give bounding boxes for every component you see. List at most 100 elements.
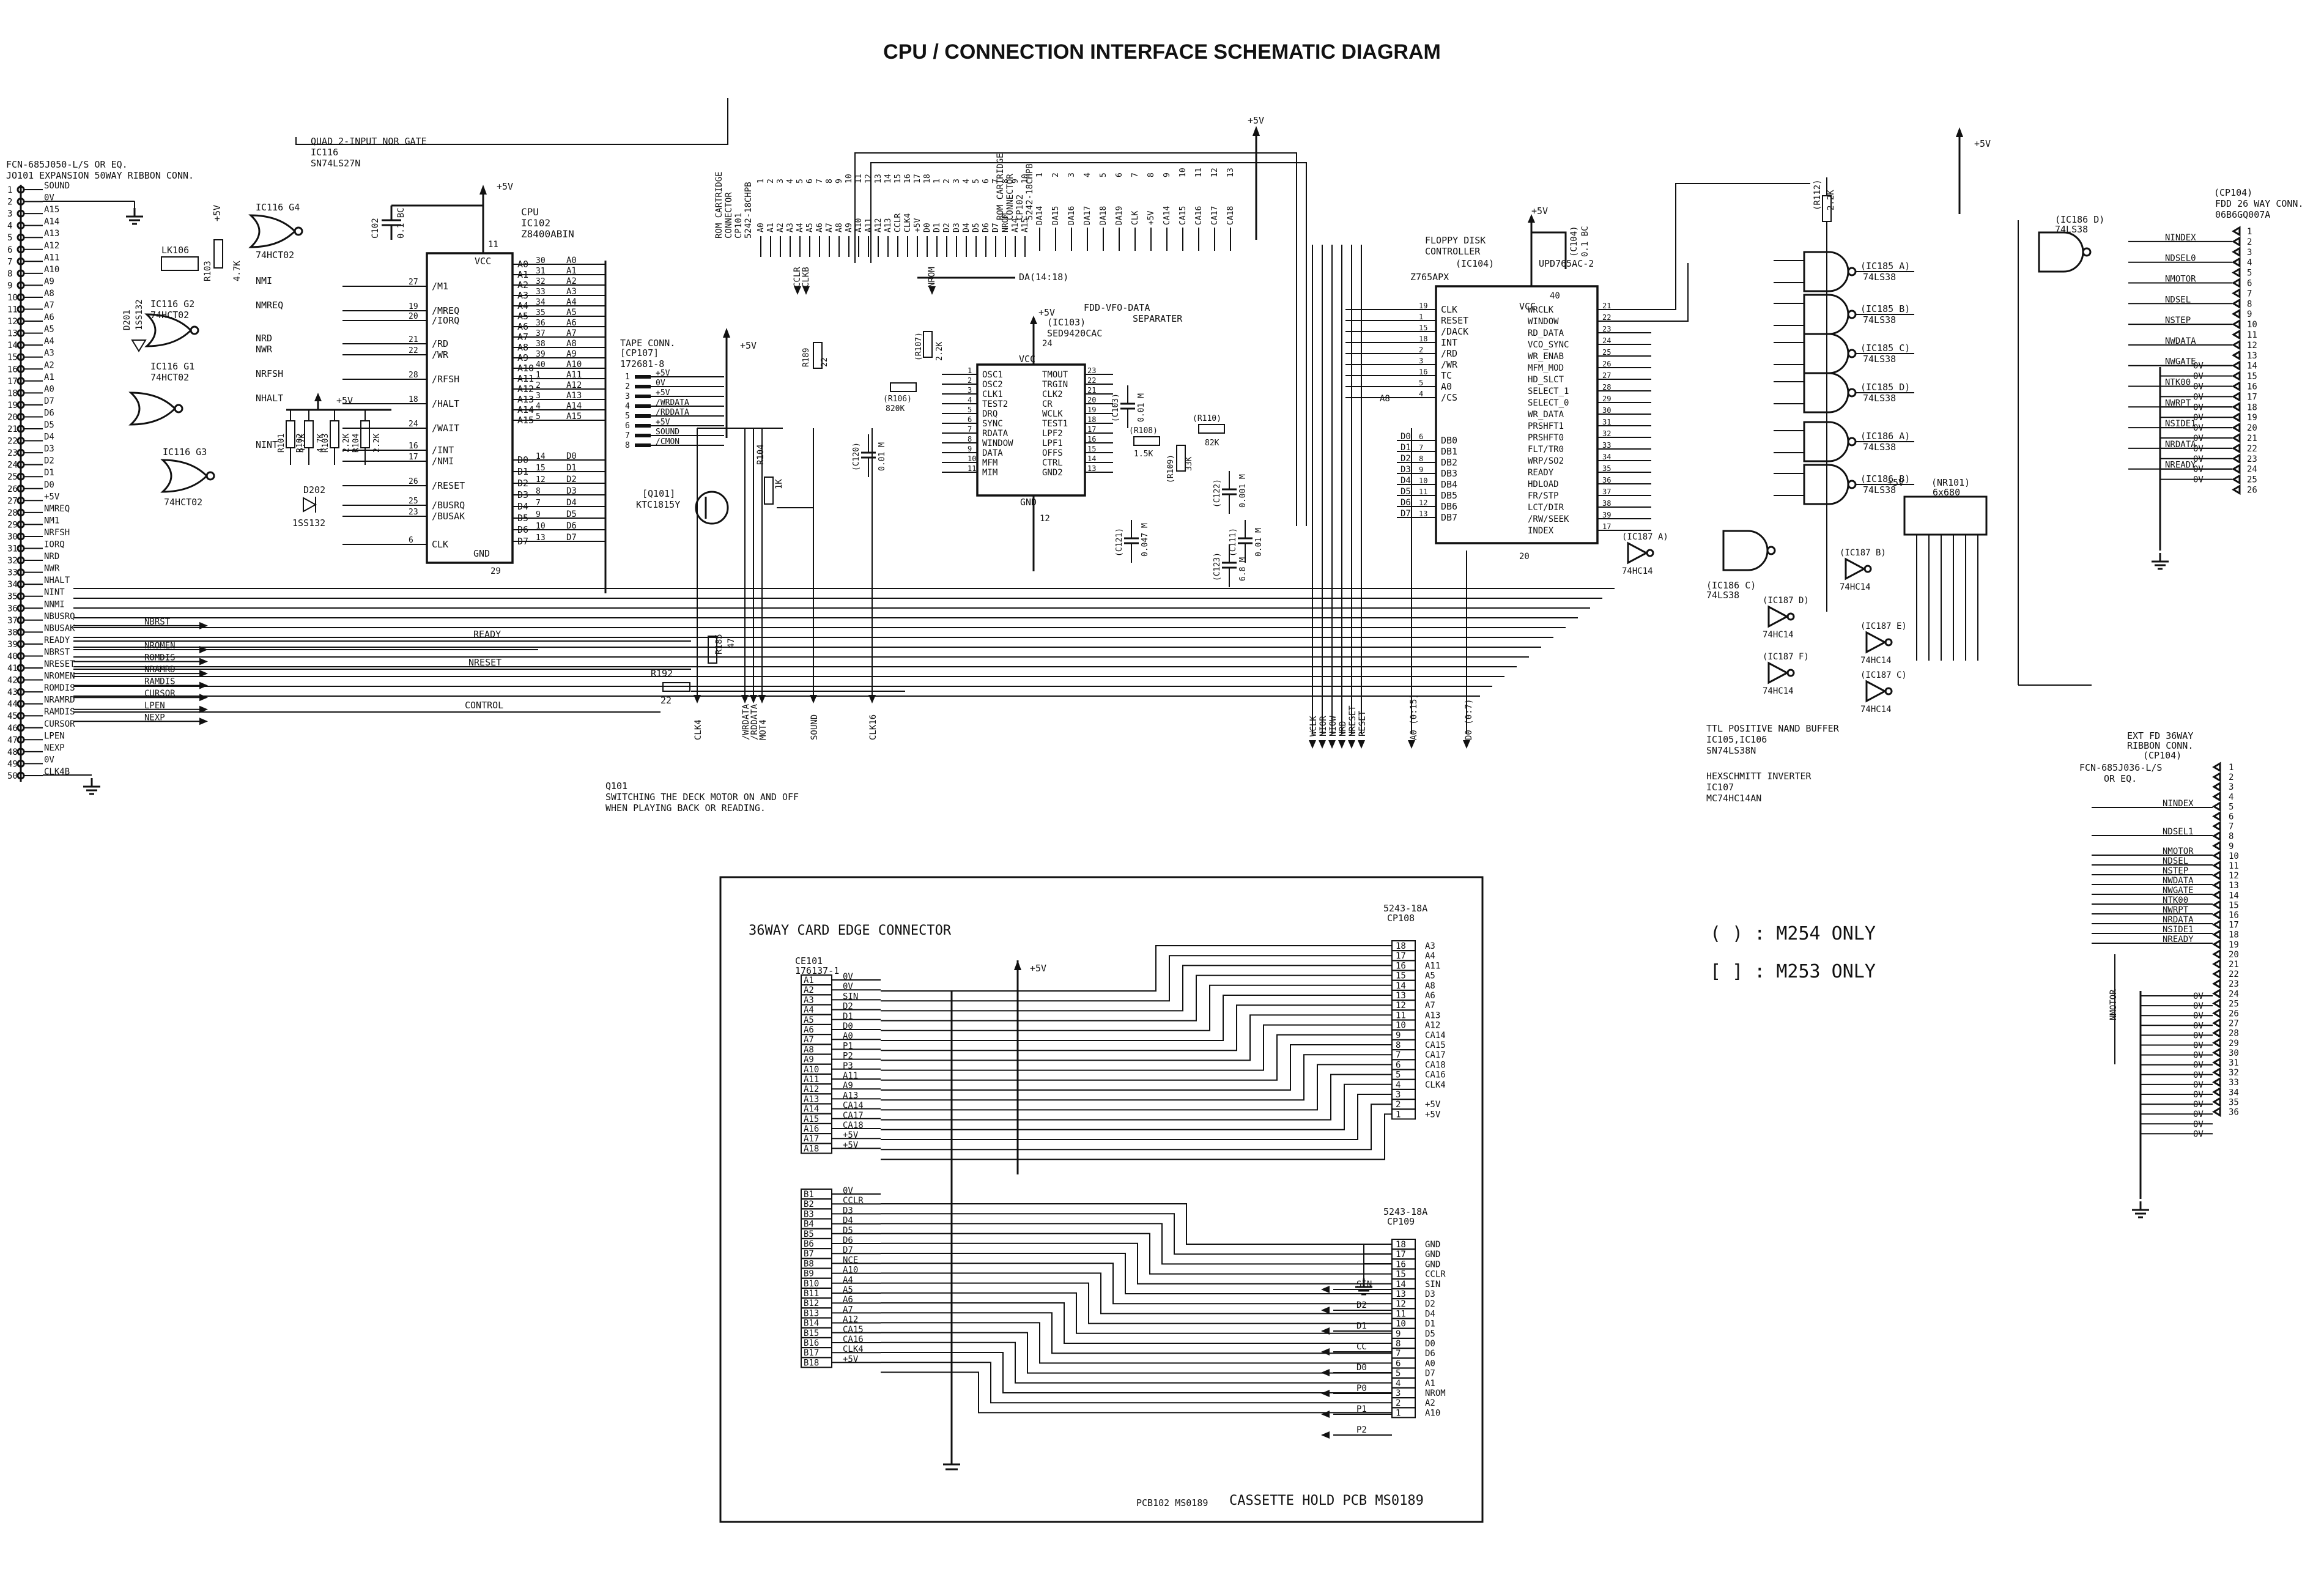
fdd36-pin	[2212, 968, 2221, 979]
bus-arrow	[199, 694, 208, 702]
cp109-signal: D0	[1425, 1339, 1435, 1349]
expansion-bus-nromen: NROMEN	[144, 641, 176, 651]
jo101-pin-number: 49	[7, 759, 18, 769]
rom1-signal-nrom: NROM	[1001, 213, 1010, 232]
vfo-r110-value: 82K	[1205, 439, 1219, 448]
fdd36-pin	[2212, 1047, 2221, 1058]
jo101-pin-number: 27	[7, 496, 18, 506]
cp109-pin-number: 3	[1396, 1389, 1401, 1398]
cp109-route	[881, 1242, 1392, 1285]
resistor-r101	[286, 420, 295, 448]
vfo-ic: (IC103)	[1047, 317, 1086, 328]
rom2-head-3: CP102	[1015, 195, 1025, 220]
resistor-r189	[813, 342, 823, 369]
tape-arrow	[810, 695, 817, 703]
fdd36-pin-number: 8	[2229, 832, 2233, 842]
gate-g3-type: 74HCT02	[164, 497, 202, 508]
fdd36-pin-number: 9	[2229, 842, 2233, 851]
fdd36-signal-nready: NREADY	[2163, 935, 2194, 944]
inverter-label-ic187-c: (IC187 C)	[1860, 670, 1907, 680]
fdd36-pin-number: 29	[2229, 1039, 2239, 1048]
resistor-r110	[1198, 424, 1225, 434]
rom1-signal-a0: A0	[757, 223, 766, 232]
vfo-r107-value: 2.2K	[935, 342, 944, 361]
nor-gate-g4	[248, 214, 297, 248]
cp109-arrow-label-p0: P0	[1356, 1384, 1367, 1393]
fdc-pin-number: 26	[1602, 360, 1611, 368]
jo101-pin-number: 10	[7, 293, 18, 303]
fdd26-signal-nready: NREADY	[2165, 461, 2196, 470]
fdd36-pin	[2212, 959, 2221, 970]
jo101-pin-number: 41	[7, 664, 18, 673]
cpu-signal-nint: NINT	[256, 439, 278, 450]
card-a-pin-a15: A15	[804, 1115, 819, 1124]
jo101-pin-number: 11	[7, 305, 18, 315]
nand-bubble	[2082, 247, 2092, 257]
cp108-head-1: 5243-18A	[1383, 903, 1427, 914]
vfo-capacitor-value: 0.01 M	[1254, 528, 1264, 557]
cp109-route	[881, 1272, 1392, 1315]
rom1-signal-a5: A5	[805, 223, 815, 232]
card-b-pin-b15: B15	[804, 1329, 819, 1338]
fdc-bus-d2: D2	[1401, 454, 1411, 464]
fdd36-pin	[2212, 919, 2221, 930]
fdd36-pin	[2212, 909, 2221, 921]
cpu-addr-bus-label: A10	[566, 360, 582, 369]
rom1-arrow	[802, 286, 810, 295]
nand-bubble	[1847, 267, 1857, 276]
transistor-q101	[695, 491, 729, 525]
fdc-right-wrclk: WRCLK	[1528, 305, 1554, 315]
card-b-pin-b9: B9	[804, 1269, 814, 1279]
jo101-signal-ready: READY	[44, 636, 70, 645]
cpu-data-number: 12	[536, 475, 546, 484]
rom1-signal-a1: A1	[766, 223, 775, 232]
fdd26-signal-ntk00: NTK00	[2165, 378, 2191, 388]
card-footer-1: PCB102 MS0189	[1136, 1497, 1208, 1508]
cpu-signal-nmreq: NMREQ	[256, 300, 283, 311]
nand-supply-top: +5V	[1974, 138, 1991, 149]
rom1-signal-a8: A8	[835, 223, 844, 232]
rom1-head-4: 5242-18CHPB	[744, 182, 753, 239]
jo101-pin-number: 25	[7, 472, 18, 482]
fdd36-pin-number: 35	[2229, 1097, 2239, 1107]
rom1-pin-number: 12	[864, 174, 873, 184]
signal-nets	[73, 152, 2092, 713]
cpu-data-bus-label: D0	[566, 451, 577, 461]
cpu-pin-m1: /M1	[432, 281, 448, 292]
fdd36-pin	[2212, 791, 2221, 802]
cp108-route	[881, 965, 1392, 1012]
inverter-label-ic187-e: (IC187 E)	[1860, 621, 1907, 631]
tape-pin	[635, 434, 651, 437]
cpu-data-bus-label: D1	[566, 463, 577, 473]
tape-signal-sound: SOUND	[656, 428, 679, 437]
vfo-right-clk2: CLK2	[1042, 390, 1063, 399]
ext-fd-36way-connector: EXT FD 36WAY RIBBON CONN. (CP104) FCN-68…	[2079, 730, 2239, 1218]
fdd26-pin-number: 8	[2247, 299, 2252, 309]
cp108-pin-number: 2	[1396, 1100, 1401, 1110]
fdc-pin-number: 35	[1602, 464, 1611, 473]
fdc-left-dack: /DACK	[1441, 326, 1468, 337]
cpu-pin-number: 17	[409, 453, 418, 462]
expansion-bus-nramrd: NRAMRD	[144, 665, 176, 675]
gate-g3-label: IC116 G3	[163, 447, 207, 458]
card-part-1: CE101	[795, 955, 823, 966]
card-a-pin-a11: A11	[804, 1075, 819, 1085]
cpu-pin-busak: /BUSAK	[432, 511, 465, 522]
cpu-data-bus-label: D7	[566, 533, 577, 543]
fdc-pin-number: 38	[1602, 499, 1611, 508]
vfo-capacitor-label: (C123)	[1213, 552, 1222, 581]
cp109-route	[881, 1253, 1392, 1294]
fdd26-pin-number: 5	[2247, 269, 2252, 278]
d202-label: D202	[303, 484, 325, 495]
vfo-part: SED9420CAC	[1047, 328, 1102, 339]
fdd36-nmotor: NMOTOR	[2109, 989, 2119, 1020]
rom2-head-2: CONNECTOR	[1005, 174, 1015, 220]
cpu-pin-number: 23	[409, 508, 418, 517]
jo101-pin-number: 15	[7, 353, 18, 363]
jo101-signal-d1: D1	[44, 468, 54, 478]
cpu-addr-number: 30	[536, 256, 546, 265]
cp108-signal: CLK4	[1425, 1080, 1446, 1090]
resistor-label: R101	[277, 434, 286, 453]
fdc-bus-d3: D3	[1401, 465, 1411, 475]
fdd36-signal-ntk00: NTK00	[2163, 896, 2188, 905]
